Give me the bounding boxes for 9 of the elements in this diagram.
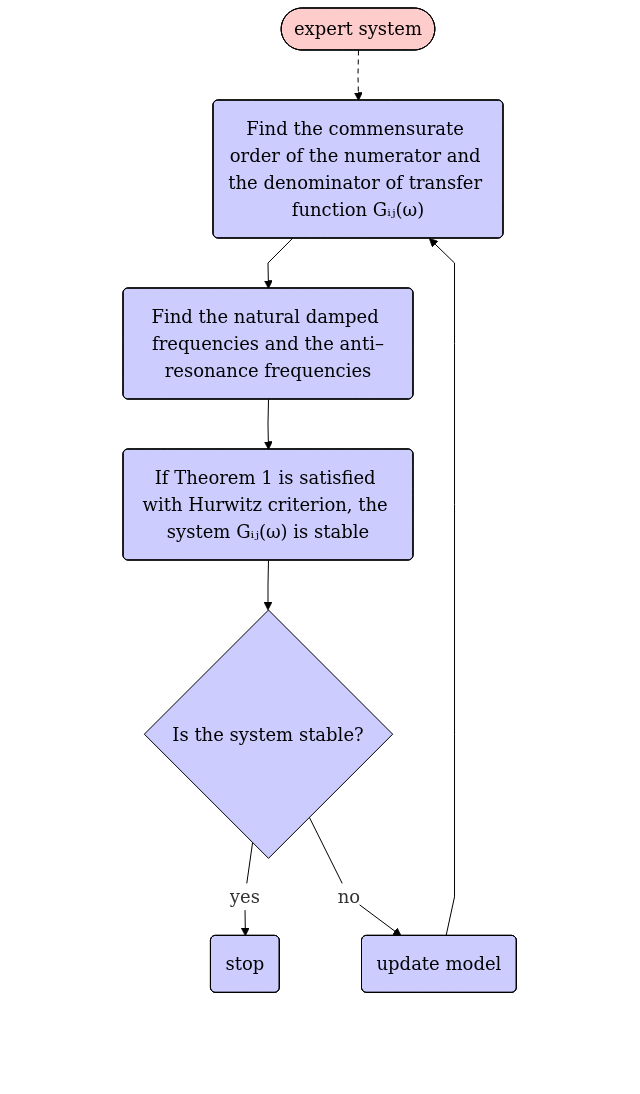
arrow — [264, 238, 294, 289]
arrow — [309, 816, 402, 937]
arrow — [429, 238, 456, 937]
node-diamond: Is the system stable? — [144, 609, 394, 859]
arrow — [263, 560, 273, 611]
edge-label: no — [338, 886, 361, 908]
arrow — [354, 50, 364, 101]
arrow — [264, 399, 274, 450]
edge-label: yes — [230, 886, 261, 908]
